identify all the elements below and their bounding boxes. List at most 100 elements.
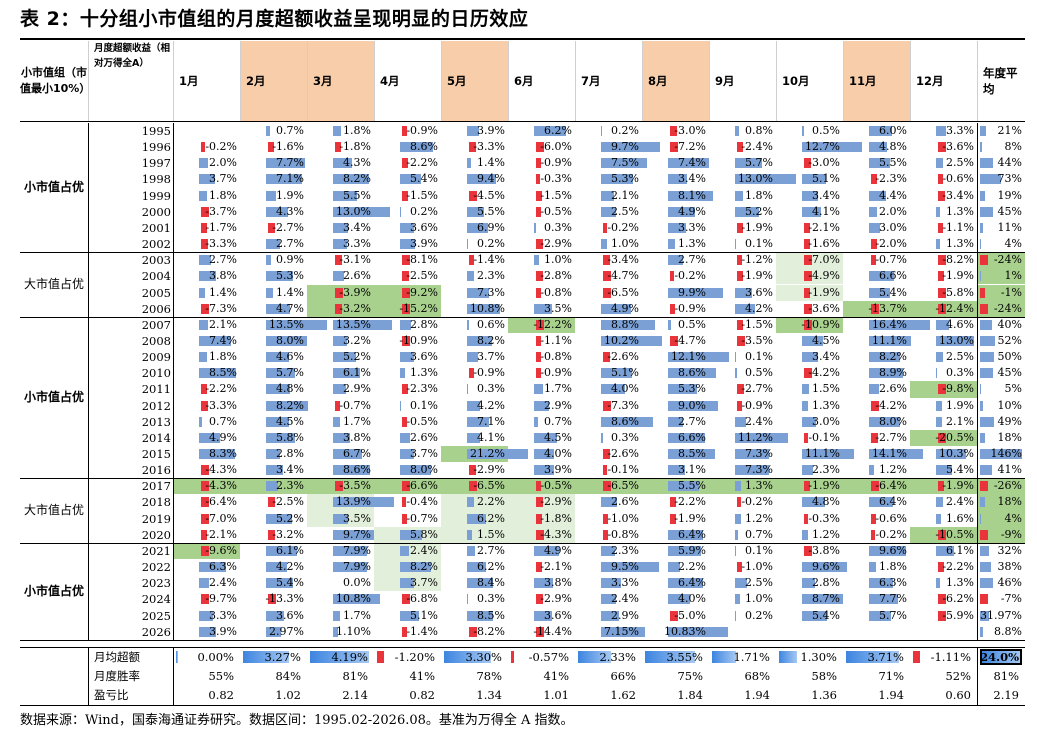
value-text: -2.2% (406, 156, 438, 170)
value-text: 2.2% (678, 560, 706, 574)
value-text: -0.6% (942, 172, 974, 186)
value-text: 1.4% (209, 285, 237, 299)
value-cell: -3.6% (910, 139, 977, 155)
value-cell: -14.4% (508, 624, 575, 640)
summary-value: 1.34 (476, 688, 502, 702)
value-bar (467, 222, 489, 233)
value-bar (670, 271, 675, 282)
summary-cell: 0.82 (173, 686, 240, 704)
value-cell: 3.9% (374, 236, 441, 252)
value-cell: -6.6% (374, 478, 441, 495)
value-bar (469, 481, 477, 492)
value-text: 46% (997, 576, 1022, 590)
value-bar (199, 368, 237, 379)
value-text: -1.4% (406, 624, 438, 638)
summary-value: 81% (342, 669, 368, 683)
value-cell: 2.8% (240, 446, 307, 462)
value-bar (668, 465, 686, 476)
value-text: -0.2% (607, 220, 639, 234)
value-text: 6.9% (477, 220, 505, 234)
value-bar (668, 222, 687, 233)
value-bar (603, 271, 611, 282)
value-bar (603, 400, 611, 411)
value-text: 5% (1004, 382, 1022, 396)
value-cell: -1.0% (575, 511, 642, 527)
value-text: -2.5% (272, 495, 304, 509)
table-row: 2006-7.3%4.7%-3.2%-15.2%10.8%3.5%4.9%-0.… (20, 300, 1025, 317)
value-text: 3.1% (678, 463, 706, 477)
value-text: -0.5% (406, 414, 438, 428)
table-row: 2012-3.3%8.2%-0.7%0.1%4.2%2.9%-7.3%9.0%-… (20, 398, 1025, 414)
value-bar (601, 142, 661, 153)
value-bar (980, 222, 984, 233)
value-text: 8.2% (879, 350, 907, 364)
value-bar (534, 432, 557, 443)
value-text: 0.2% (410, 204, 438, 218)
value-cell: 0.7% (508, 414, 575, 430)
value-cell: 2.4% (709, 414, 776, 430)
value-cell: 6.4% (843, 494, 910, 510)
value-cell: 1.10% (307, 624, 374, 640)
value-bar (199, 335, 232, 346)
value-text: 4.9% (611, 301, 639, 315)
value-bar (603, 465, 608, 476)
value-text: 9.9% (678, 285, 706, 299)
value-cell: 5.1% (575, 365, 642, 381)
value-cell: 9.7% (575, 139, 661, 155)
summary-cell: -1.11% (910, 648, 977, 666)
month-header-9: 9月 (709, 41, 776, 121)
value-bar (268, 594, 276, 605)
value-cell: 2.97% (240, 624, 307, 640)
value-text: -3.3% (205, 237, 237, 251)
value-bar (333, 626, 338, 637)
value-text: 1.8% (343, 124, 371, 137)
summary-value: 0.82 (208, 688, 234, 702)
summary-cell: 2.33% (575, 648, 642, 666)
value-bar (266, 255, 271, 266)
value-bar (199, 416, 203, 427)
value-bar (668, 578, 704, 589)
value-text: 8.0% (410, 463, 438, 477)
value-cell: -3.5% (307, 478, 374, 495)
value-bar (668, 158, 710, 169)
value-bar (871, 481, 879, 492)
value-text: 1.0% (544, 253, 572, 267)
summary-cell: 3.71% (843, 648, 910, 666)
value-cell: 6.6% (642, 430, 709, 446)
value-bar (869, 610, 891, 621)
value-text: 2.7% (678, 414, 706, 428)
value-text: 13.5% (336, 317, 371, 331)
value-cell: -0.9% (709, 398, 776, 414)
value-text: 7.4% (678, 156, 706, 170)
value-text: 5.7% (745, 156, 773, 170)
value-bar (601, 368, 633, 379)
value-text: 4.1% (477, 430, 505, 444)
value-text: 5.4% (410, 172, 438, 186)
value-bar (936, 335, 974, 346)
value-text: 2.6% (410, 430, 438, 444)
value-cell: -5.8% (910, 285, 977, 301)
value-text: 11.1% (872, 333, 907, 347)
summary-value: 81% (993, 669, 1019, 683)
value-bar (980, 513, 982, 524)
table-row: 2000-3.7%4.3%13.0%0.2%5.5%-0.5%2.5%4.9%5… (20, 204, 1025, 220)
summary-cell: 55% (173, 667, 240, 685)
value-bar (536, 529, 544, 540)
value-text: 3.0% (812, 414, 840, 428)
summary-value: 1.84 (677, 688, 703, 702)
value-cell: 0.3% (910, 365, 977, 381)
value-cell: 38% (977, 559, 1025, 575)
value-cell: 9.6% (776, 559, 848, 575)
value-bar (467, 271, 474, 282)
value-cell: 8.2% (374, 559, 441, 576)
value-text: 6.3% (879, 576, 907, 590)
value-bar (333, 319, 392, 330)
value-text: -2.9% (540, 592, 572, 606)
summary-value: 1.62 (610, 688, 636, 702)
summary-value: 1.94 (744, 688, 770, 702)
value-bar (980, 432, 986, 443)
value-text: -7.3% (607, 398, 639, 412)
value-text: -0.9% (674, 301, 706, 315)
value-bar (400, 610, 420, 621)
